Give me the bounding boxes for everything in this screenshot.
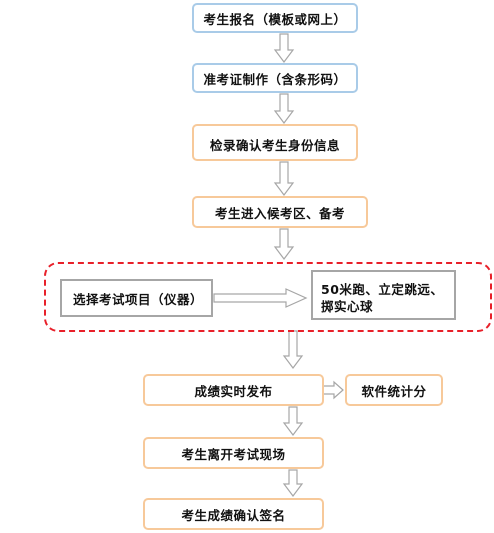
arrow-down-4 xyxy=(273,228,295,260)
step-test-items: 50米跑、立定跳远、掷实心球 xyxy=(311,270,456,320)
arrow-down-7 xyxy=(282,469,304,497)
step-software-stats: 软件统计分 xyxy=(345,374,443,406)
step-identity-check-label: 检录确认考生身份信息 xyxy=(209,138,340,153)
arrow-down-3 xyxy=(273,161,295,196)
step-registration-label: 考生报名（模板或网上） xyxy=(203,11,347,27)
step-enter-area: 考生进入候考区、备考 xyxy=(192,196,368,228)
arrow-down-6 xyxy=(282,406,304,436)
step-publish-results: 成绩实时发布 xyxy=(143,374,324,406)
step-leave-site: 考生离开考试现场 xyxy=(143,437,324,469)
step-sign-confirm-label: 考生成绩确认签名 xyxy=(181,507,286,523)
arrow-down-2 xyxy=(273,93,295,124)
arrow-right-1 xyxy=(213,288,308,308)
step-select-item: 选择考试项目（仪器） xyxy=(60,279,213,317)
step-test-items-label: 50米跑、立定跳远、掷实心球 xyxy=(321,282,444,314)
step-admission-ticket: 准考证制作（含条形码） xyxy=(192,63,358,93)
step-select-item-label: 选择考试项目（仪器） xyxy=(73,291,204,307)
step-admission-ticket-label: 准考证制作（含条形码） xyxy=(203,71,347,87)
step-identity-check: 检录确认考生身份信息 xyxy=(192,124,358,161)
step-publish-results-label: 成绩实时发布 xyxy=(194,383,273,399)
step-sign-confirm: 考生成绩确认签名 xyxy=(143,498,324,530)
arrow-down-5 xyxy=(282,330,304,369)
step-registration: 考生报名（模板或网上） xyxy=(192,3,358,33)
arrow-right-2 xyxy=(322,380,344,400)
dashed-group-frame xyxy=(44,262,492,332)
step-enter-area-label: 考生进入候考区、备考 xyxy=(214,205,345,221)
step-software-stats-label: 软件统计分 xyxy=(361,383,427,399)
step-leave-site-label: 考生离开考试现场 xyxy=(181,446,286,462)
arrow-down-1 xyxy=(273,33,295,63)
